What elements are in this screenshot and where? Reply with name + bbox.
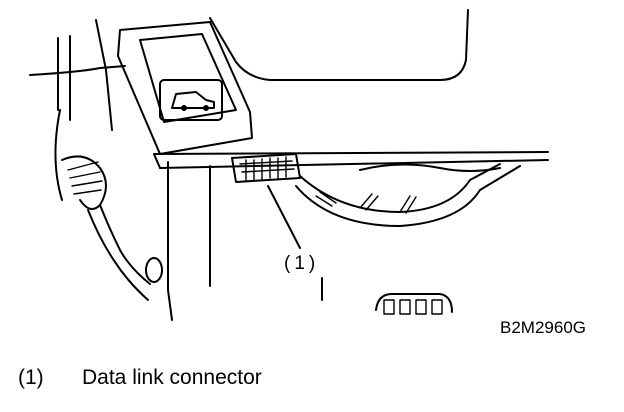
lower-details <box>145 257 453 315</box>
callout-leader-line <box>267 185 301 249</box>
dashboard-edge <box>153 9 549 321</box>
figure-code: B2M2960G <box>500 318 586 337</box>
legend-text: Data link connector <box>82 366 262 389</box>
legend-number: (1) <box>18 366 44 389</box>
hood-release-panel <box>117 21 253 155</box>
data-link-connector <box>231 153 301 183</box>
left-pillar-lines <box>29 19 126 201</box>
wire-harness <box>61 155 151 301</box>
under-dash-harness <box>295 163 521 227</box>
legend-item: (1) Data link connector <box>18 366 262 390</box>
callout-label: (1) <box>284 253 320 274</box>
